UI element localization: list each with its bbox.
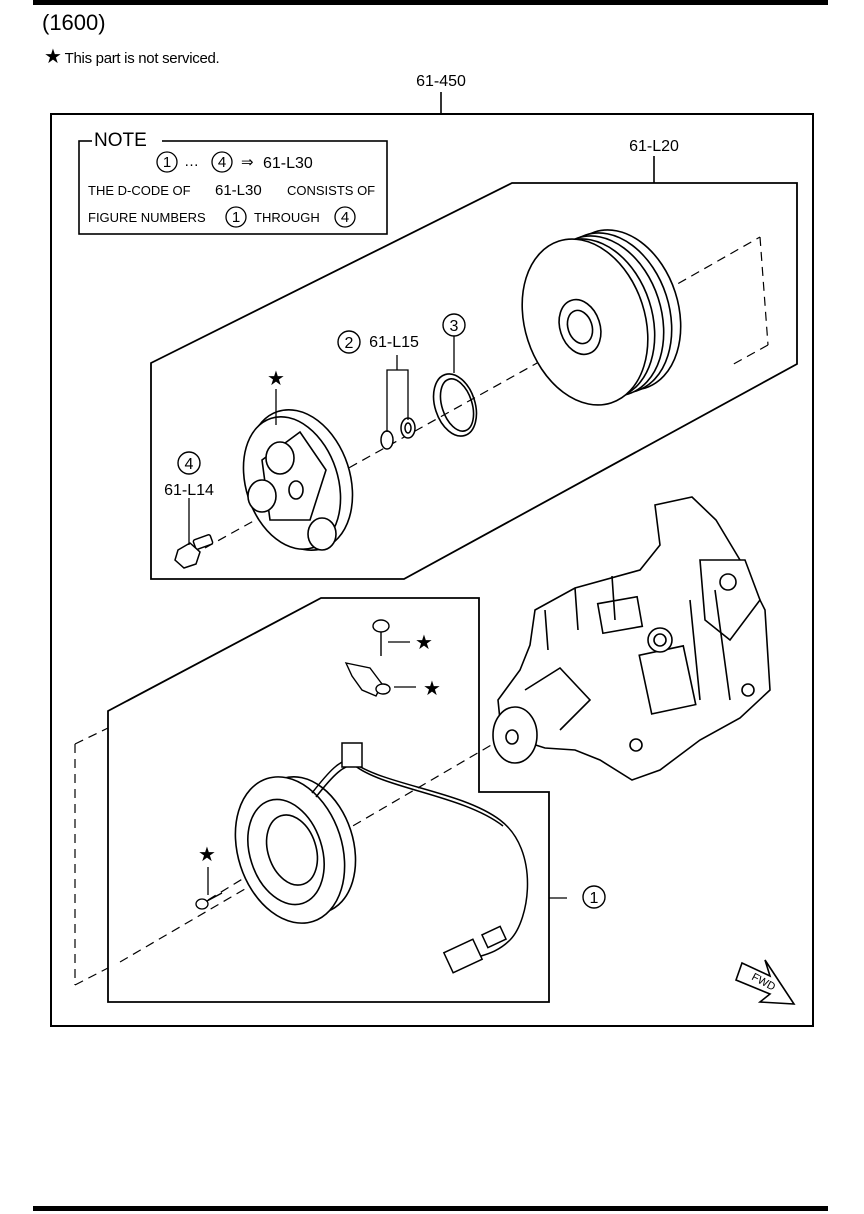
top-rule: [33, 0, 828, 5]
clutch-label: 61-L20: [629, 138, 679, 155]
callout-1-num: 1: [590, 890, 599, 907]
diagram-label: 1: [232, 209, 240, 226]
legend-text: This part is not serviced.: [64, 50, 220, 67]
note-box: [78, 140, 388, 235]
screw-and-bracket: [344, 619, 391, 697]
compressor: [492, 496, 771, 781]
note-range-code: 61-L30: [263, 155, 313, 172]
fwd-arrow: FWD: [734, 959, 796, 1005]
clutch-frame: [150, 182, 798, 580]
bottom-rule: [33, 1206, 828, 1211]
coil-frame: [107, 597, 550, 1003]
diagram-label: 4: [341, 209, 349, 226]
star-icon: ★: [423, 678, 441, 700]
diagram-label: 61-L30: [215, 182, 262, 199]
diagram-label: FIGURE NUMBERS: [88, 210, 206, 225]
diagram-label: THROUGH: [254, 210, 320, 225]
assembly-frame: [50, 113, 814, 1027]
bolt: [174, 534, 214, 569]
note-range-to: 4: [218, 154, 226, 171]
assembly-label: 61-450: [416, 73, 466, 90]
diagram-label: …: [184, 153, 199, 170]
snap-ring: [432, 373, 478, 437]
star-icon: ★: [415, 632, 433, 654]
star-icon: ★: [267, 368, 285, 390]
star-icon: ★: [44, 46, 62, 68]
diagram-label: CONSISTS OF: [287, 183, 375, 198]
diagram-label: THE D-CODE OF: [88, 183, 191, 198]
star-icon: ★: [198, 844, 216, 866]
coil-harness: [311, 742, 529, 974]
legend: ★This part is not serviced.: [44, 44, 220, 69]
callout-4-code: 61-L14: [164, 482, 214, 499]
shims: [380, 417, 416, 450]
callout-2-num: 2: [345, 335, 354, 352]
note-title: NOTE: [94, 130, 147, 151]
small-screw: [195, 892, 223, 910]
pressure-plate: [242, 409, 354, 551]
callout-3-num: 3: [450, 318, 459, 335]
group-code: (1600): [42, 10, 106, 35]
pulley: [521, 229, 682, 406]
diagram-label: ⇒: [241, 154, 254, 171]
field-coil: [234, 775, 357, 924]
note-range-from: 1: [163, 154, 171, 171]
callout-4-num: 4: [185, 456, 194, 473]
callout-2-code: 61-L15: [369, 334, 419, 351]
